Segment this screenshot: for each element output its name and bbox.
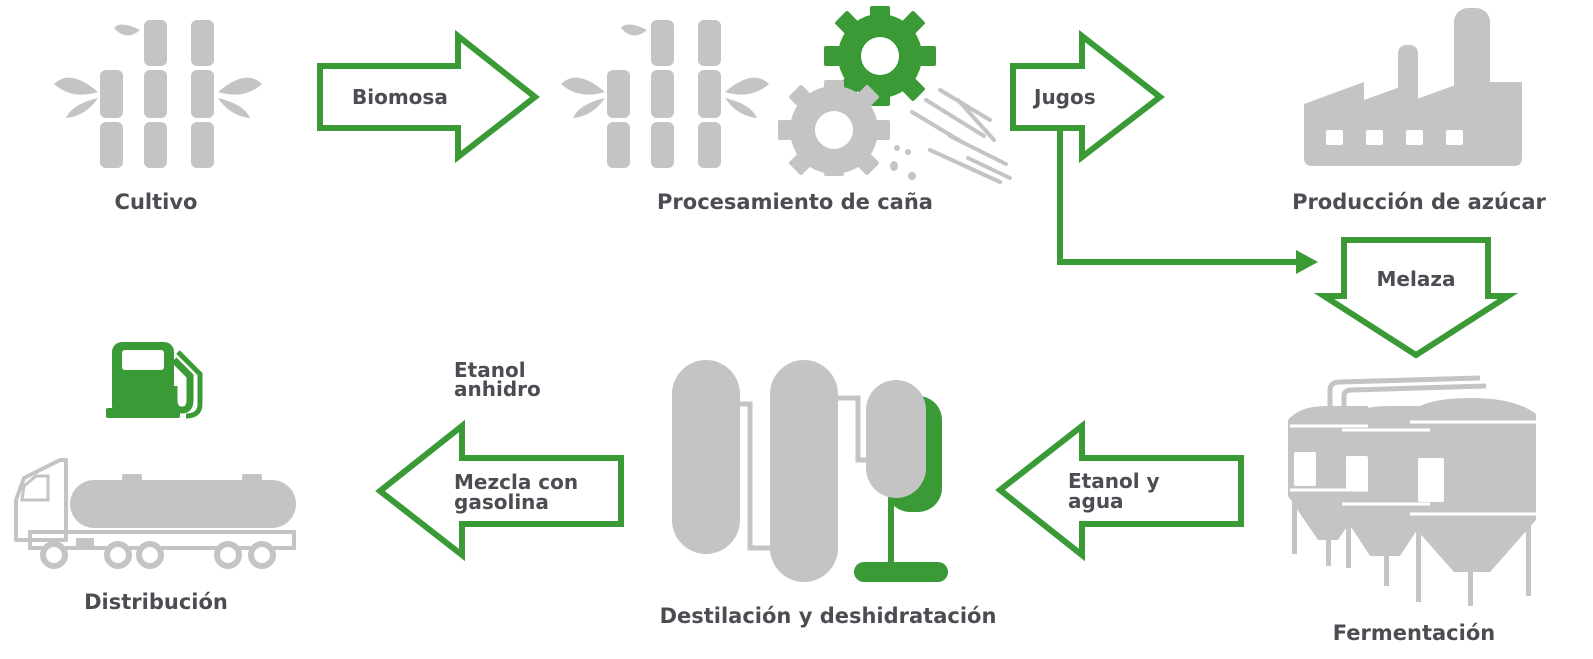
stage-label-fermentacion: Fermentación <box>1333 621 1495 645</box>
stage-label-destilacion: Destilación y deshidratación <box>660 604 997 628</box>
factory-icon <box>1304 8 1522 166</box>
arrow-label-etanol-agua-2: agua <box>1068 489 1124 513</box>
gears-icon <box>778 6 1012 184</box>
stage-label-procesamiento: Procesamiento de caña <box>657 190 933 214</box>
stage-label-cultivo: Cultivo <box>115 190 198 214</box>
arrow-biomosa: Biomosa <box>317 29 540 164</box>
distillation-columns-icon <box>672 360 948 582</box>
arrow-etanol-agua: Etanol y agua <box>995 419 1244 562</box>
arrow-label-etanol-agua-1: Etanol y <box>1068 469 1160 493</box>
note-etanol-anhidro-1: Etanol <box>454 358 526 382</box>
fermentation-tanks-icon <box>1288 375 1536 606</box>
tanker-truck-icon <box>14 458 296 569</box>
arrow-melaza: Melaza <box>1313 237 1519 359</box>
fuel-pump-window <box>122 350 164 370</box>
stage-label-azucar: Producción de azúcar <box>1292 190 1546 214</box>
arrow-label-biomosa: Biomosa <box>352 85 448 109</box>
arrow-label-melaza: Melaza <box>1377 267 1456 291</box>
sugarcane-icon <box>54 20 262 168</box>
note-etanol-anhidro-2: anhidro <box>454 377 541 401</box>
arrow-label-mezcla-1: Mezcla con <box>454 470 578 494</box>
arrow-mezcla-gasolina: Mezcla con gasolina <box>375 419 624 562</box>
arrow-jugos: Jugos <box>1010 29 1318 274</box>
stage-label-distribucion: Distribución <box>84 590 228 614</box>
sugarcane-icon <box>561 20 769 168</box>
factory-windows <box>1326 130 1463 145</box>
arrow-label-jugos: Jugos <box>1032 85 1096 109</box>
arrow-label-mezcla-2: gasolina <box>454 490 549 514</box>
